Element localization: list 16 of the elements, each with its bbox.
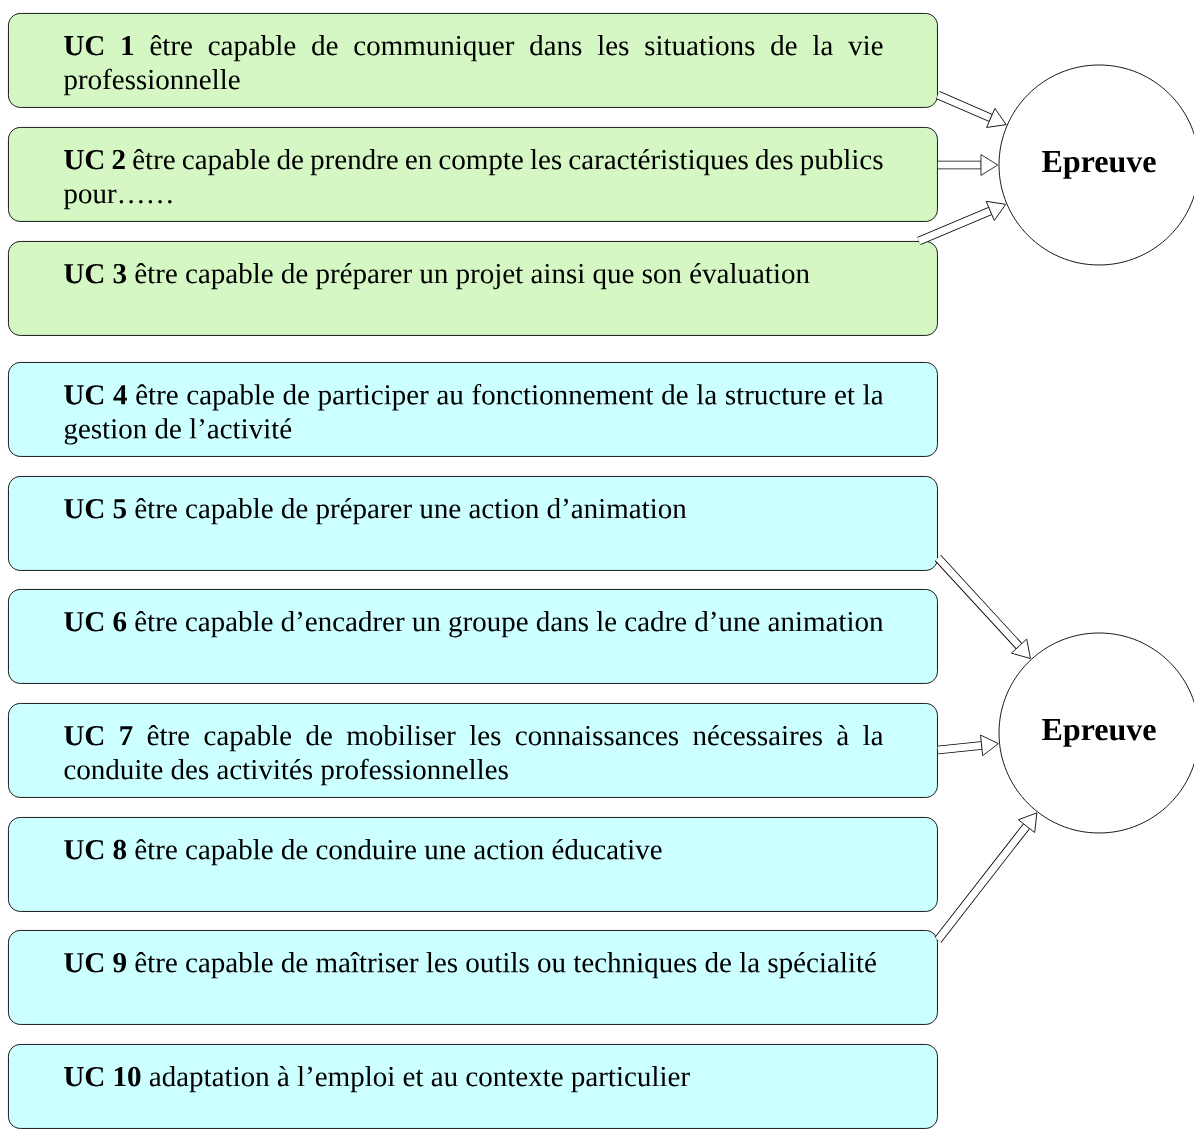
unit-box: UC 3 être capable de préparer un projet ainsi que son évaluation [8, 241, 938, 336]
hollow-arrow [937, 154, 999, 176]
unit-box: UC 4 être capable de participer au fonctionnement de la structure et la gestion de l’activité [8, 362, 938, 457]
hollow-arrow [934, 812, 1038, 943]
unit-box: UC 5 être capable de préparer une action d’animation [8, 476, 938, 571]
unit-box: UC 7 être capable de mobiliser les connaissances nécessaires à la conduite des activités professionnelles [8, 703, 938, 798]
hollow-arrow [917, 200, 1007, 245]
unit-box: UC 2 être capable de prendre en compte les caractéristiques des publics pour…… [8, 127, 938, 222]
hollow-arrow [934, 555, 1031, 659]
hollow-arrow [936, 91, 1007, 128]
hollow-arrow [937, 734, 999, 757]
unit-box: UC 8 être capable de conduire une action éducative [8, 817, 938, 912]
unit-box: UC 1 être capable de communiquer dans les situations de la vie professionnelle [8, 13, 938, 108]
unit-box: UC 10 adaptation à l’emploi et au contexte particulier [8, 1044, 938, 1129]
unit-box: UC 9 être capable de maîtriser les outils ou techniques de la spécialité [8, 930, 938, 1025]
unit-box: UC 6 être capable d’encadrer un groupe dans le cadre d’une animation [8, 589, 938, 684]
